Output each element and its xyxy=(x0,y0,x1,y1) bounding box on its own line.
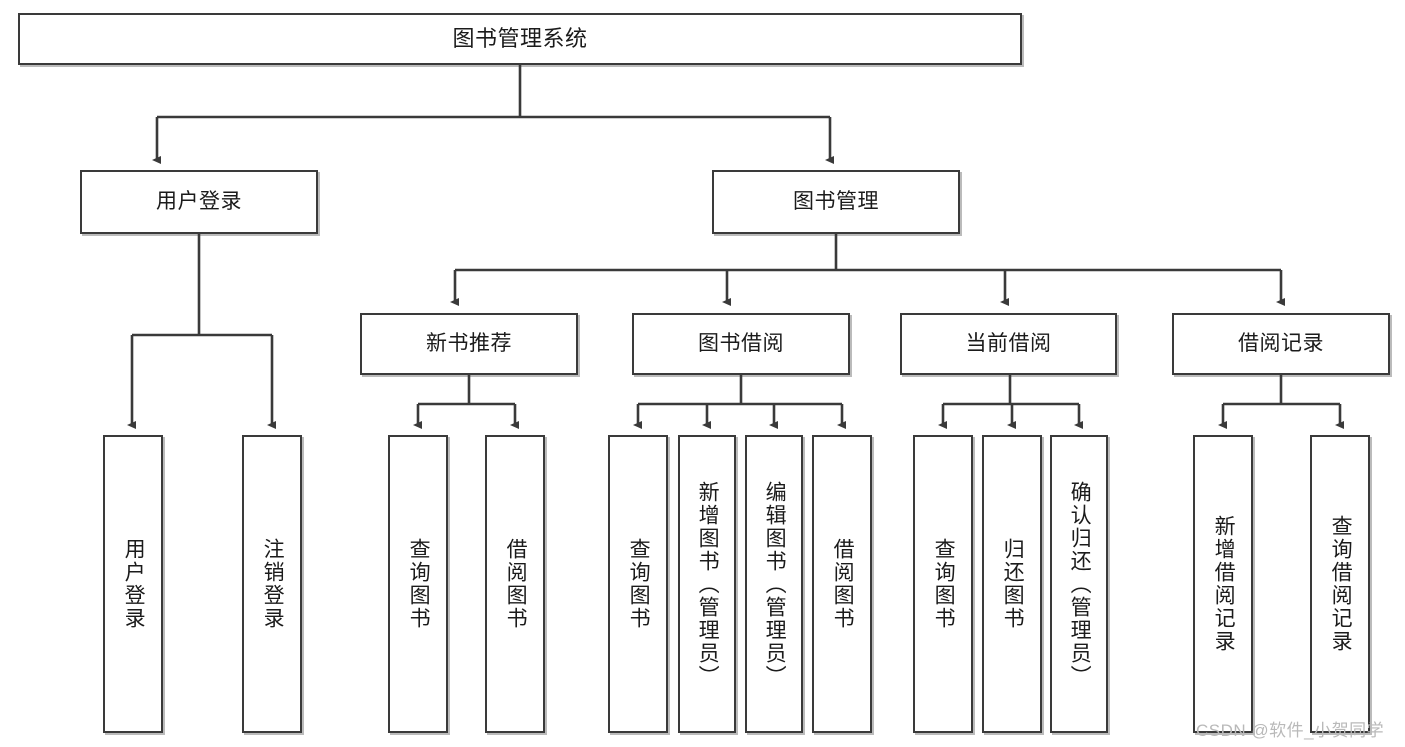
node-leaf-query-book-1-label: 查询图书 xyxy=(407,538,431,630)
node-leaf-add-book-label: 新增图书（管理员） xyxy=(696,480,720,688)
node-leaf-borrow-book-2[interactable]: 借阅图书 xyxy=(812,435,872,733)
node-user-login-label: 用户登录 xyxy=(156,189,242,213)
node-new-book-rec[interactable]: 新书推荐 xyxy=(360,313,578,375)
node-leaf-query-book-3-label: 查询图书 xyxy=(932,538,956,630)
node-root-label: 图书管理系统 xyxy=(452,26,588,52)
node-leaf-query-record[interactable]: 查询借阅记录 xyxy=(1310,435,1370,733)
node-leaf-logout-label: 注销登录 xyxy=(261,538,285,630)
node-leaf-logout[interactable]: 注销登录 xyxy=(242,435,302,733)
node-leaf-query-book-1[interactable]: 查询图书 xyxy=(388,435,448,733)
node-leaf-user-login-label: 用户登录 xyxy=(122,538,146,630)
node-leaf-edit-book-label: 编辑图书（管理员） xyxy=(763,480,787,688)
node-current-borrow[interactable]: 当前借阅 xyxy=(900,313,1117,375)
csdn-watermark: CSDN @软件_小贺同学 xyxy=(1196,721,1385,740)
node-leaf-add-record-label: 新增借阅记录 xyxy=(1212,515,1236,653)
node-user-login[interactable]: 用户登录 xyxy=(80,170,318,234)
node-leaf-query-book-3[interactable]: 查询图书 xyxy=(913,435,973,733)
node-book-borrow-label: 图书借阅 xyxy=(698,331,784,355)
node-book-manage[interactable]: 图书管理 xyxy=(712,170,960,234)
node-current-borrow-label: 当前借阅 xyxy=(965,331,1052,355)
node-leaf-user-login[interactable]: 用户登录 xyxy=(103,435,163,733)
node-leaf-confirm-return[interactable]: 确认归还（管理员） xyxy=(1050,435,1108,733)
node-leaf-confirm-return-label: 确认归还（管理员） xyxy=(1068,480,1092,688)
node-leaf-query-book-2-label: 查询图书 xyxy=(627,538,651,630)
node-leaf-borrow-book-1-label: 借阅图书 xyxy=(504,538,528,630)
node-book-manage-label: 图书管理 xyxy=(793,189,879,213)
node-leaf-edit-book[interactable]: 编辑图书（管理员） xyxy=(745,435,803,733)
node-leaf-return-book-label: 归还图书 xyxy=(1001,538,1025,630)
node-leaf-return-book[interactable]: 归还图书 xyxy=(982,435,1042,733)
node-leaf-borrow-book-2-label: 借阅图书 xyxy=(831,538,855,630)
node-leaf-add-record[interactable]: 新增借阅记录 xyxy=(1193,435,1253,733)
node-leaf-query-record-label: 查询借阅记录 xyxy=(1329,515,1353,653)
node-book-borrow[interactable]: 图书借阅 xyxy=(632,313,850,375)
node-root[interactable]: 图书管理系统 xyxy=(18,13,1022,65)
node-borrow-record[interactable]: 借阅记录 xyxy=(1172,313,1390,375)
node-borrow-record-label: 借阅记录 xyxy=(1238,331,1324,355)
node-new-book-rec-label: 新书推荐 xyxy=(426,331,512,355)
node-leaf-borrow-book-1[interactable]: 借阅图书 xyxy=(485,435,545,733)
node-leaf-add-book[interactable]: 新增图书（管理员） xyxy=(678,435,736,733)
node-leaf-query-book-2[interactable]: 查询图书 xyxy=(608,435,668,733)
